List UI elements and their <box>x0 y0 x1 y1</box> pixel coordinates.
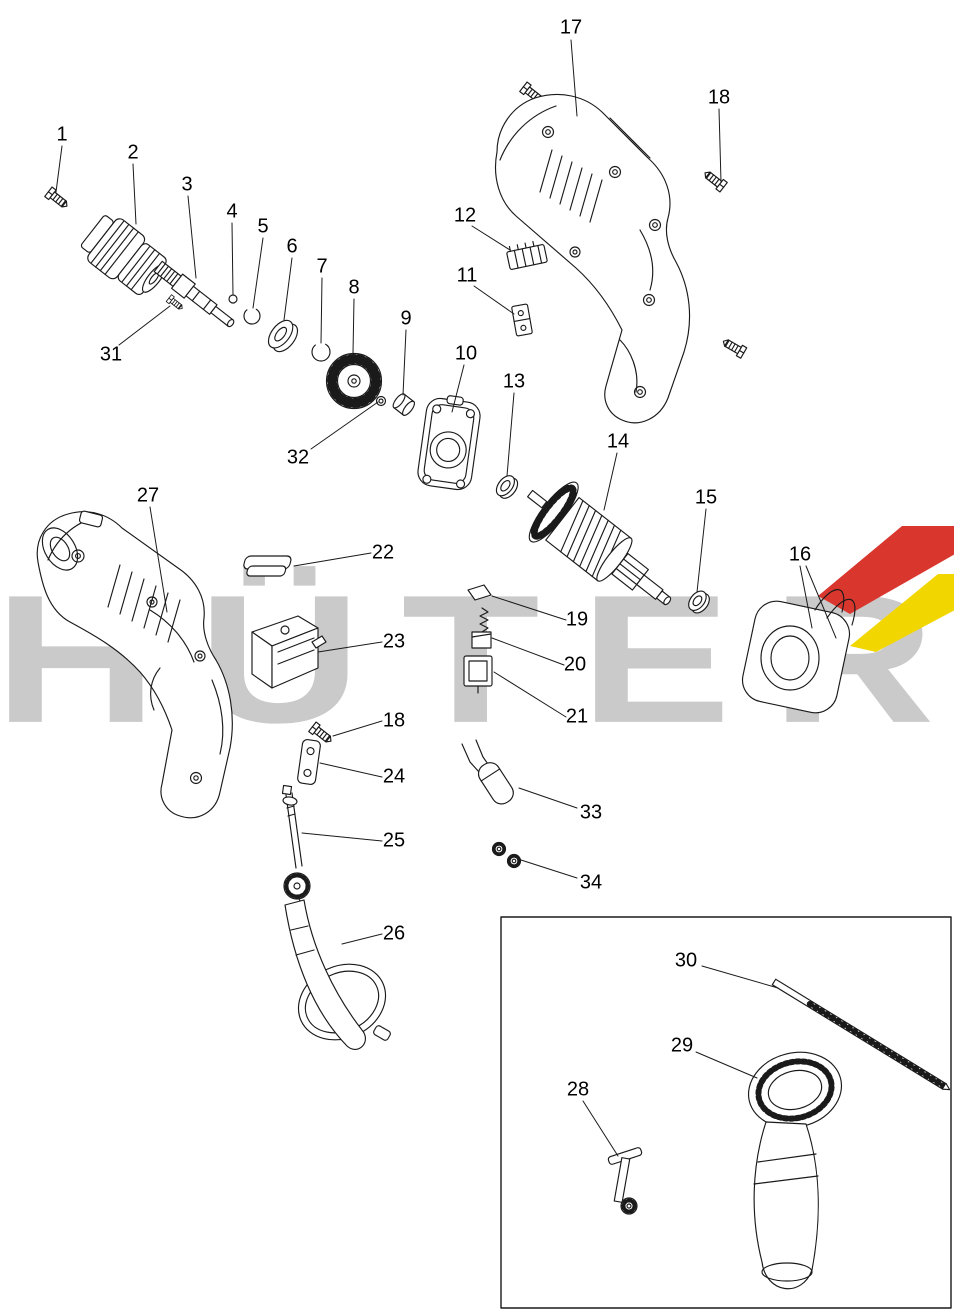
washer-13-drawing <box>495 475 519 499</box>
leader-line <box>695 1051 758 1079</box>
plate-11-drawing <box>511 303 533 337</box>
leader-line <box>149 506 168 613</box>
lock-button-22-drawing <box>243 555 292 577</box>
leader-line <box>293 552 372 567</box>
leader-line <box>332 720 383 737</box>
leader-line <box>283 257 293 321</box>
leader-line <box>570 39 578 117</box>
leader-line <box>252 237 264 309</box>
leader-line <box>491 637 565 666</box>
brush-holder-21-drawing <box>463 655 493 694</box>
stator-16-drawing <box>741 589 856 714</box>
screw-1-drawing <box>44 186 72 212</box>
leader-line <box>696 508 707 593</box>
leader-line <box>317 641 383 653</box>
inset-box <box>500 916 952 1309</box>
circlip-7-drawing <box>311 342 331 362</box>
gear-8-drawing <box>325 352 383 410</box>
leader-lines <box>55 39 837 1157</box>
leader-line <box>55 145 63 193</box>
leader-line <box>301 832 383 842</box>
leader-line <box>402 329 407 396</box>
chuck-key-28-drawing <box>607 1147 643 1215</box>
leader-line <box>341 933 383 945</box>
leader-line <box>473 285 515 315</box>
housing-upper-17-drawing <box>494 93 691 424</box>
leader-line <box>471 225 511 251</box>
brand-accent-stripes <box>818 526 954 652</box>
circlip-5-drawing <box>243 307 261 325</box>
housing-lower-27-drawing <box>36 510 233 819</box>
leader-line <box>582 1100 619 1157</box>
leader-line <box>518 787 578 809</box>
side-handle-26-drawing <box>284 899 391 1050</box>
accent-stripe-red <box>818 526 954 614</box>
terminal-block-12-drawing <box>506 240 548 270</box>
leader-line <box>805 565 837 639</box>
bearing-15-drawing <box>688 590 710 614</box>
leader-line <box>310 401 379 450</box>
drill-bit-30-drawing <box>771 978 951 1091</box>
leader-line <box>319 762 383 778</box>
leader-line <box>603 452 618 511</box>
screw-31-drawing <box>165 294 186 313</box>
ring-32-drawing <box>375 395 387 407</box>
leader-line <box>799 565 813 629</box>
screw-18-top-drawing <box>700 167 728 193</box>
accent-stripe-yellow <box>850 574 954 652</box>
leader-line <box>491 595 567 621</box>
housing-screw-side-drawing <box>719 335 748 359</box>
leader-line <box>506 392 515 477</box>
gear-cover-10-drawing <box>417 395 481 491</box>
aux-handle-29-drawing <box>747 1051 843 1290</box>
seal-19-drawing <box>467 584 492 601</box>
leader-line <box>132 163 137 225</box>
ball-4-drawing <box>228 294 238 304</box>
depth-gauge-25-drawing <box>281 784 311 907</box>
switch-23-drawing <box>251 615 327 689</box>
leader-line <box>118 305 171 346</box>
cord-clamp-24-drawing <box>297 739 321 785</box>
leader-line <box>352 298 355 354</box>
chuck-drawing <box>80 215 167 295</box>
leader-line <box>520 859 578 879</box>
star-washer-34-drawing <box>491 841 522 869</box>
leader-line <box>451 364 465 413</box>
spindle-drawing <box>153 260 235 328</box>
sleeve-9-drawing <box>392 393 416 416</box>
carbon-brush-20-drawing <box>471 607 492 649</box>
leader-line <box>231 222 234 296</box>
bearing-6-drawing <box>267 319 299 353</box>
leader-line <box>187 195 197 279</box>
leader-line <box>493 671 567 718</box>
leader-line <box>718 108 722 183</box>
leader-line <box>701 965 779 989</box>
leader-line <box>320 277 323 344</box>
capacitor-33-drawing <box>461 739 514 805</box>
armature-14-drawing <box>527 481 672 606</box>
